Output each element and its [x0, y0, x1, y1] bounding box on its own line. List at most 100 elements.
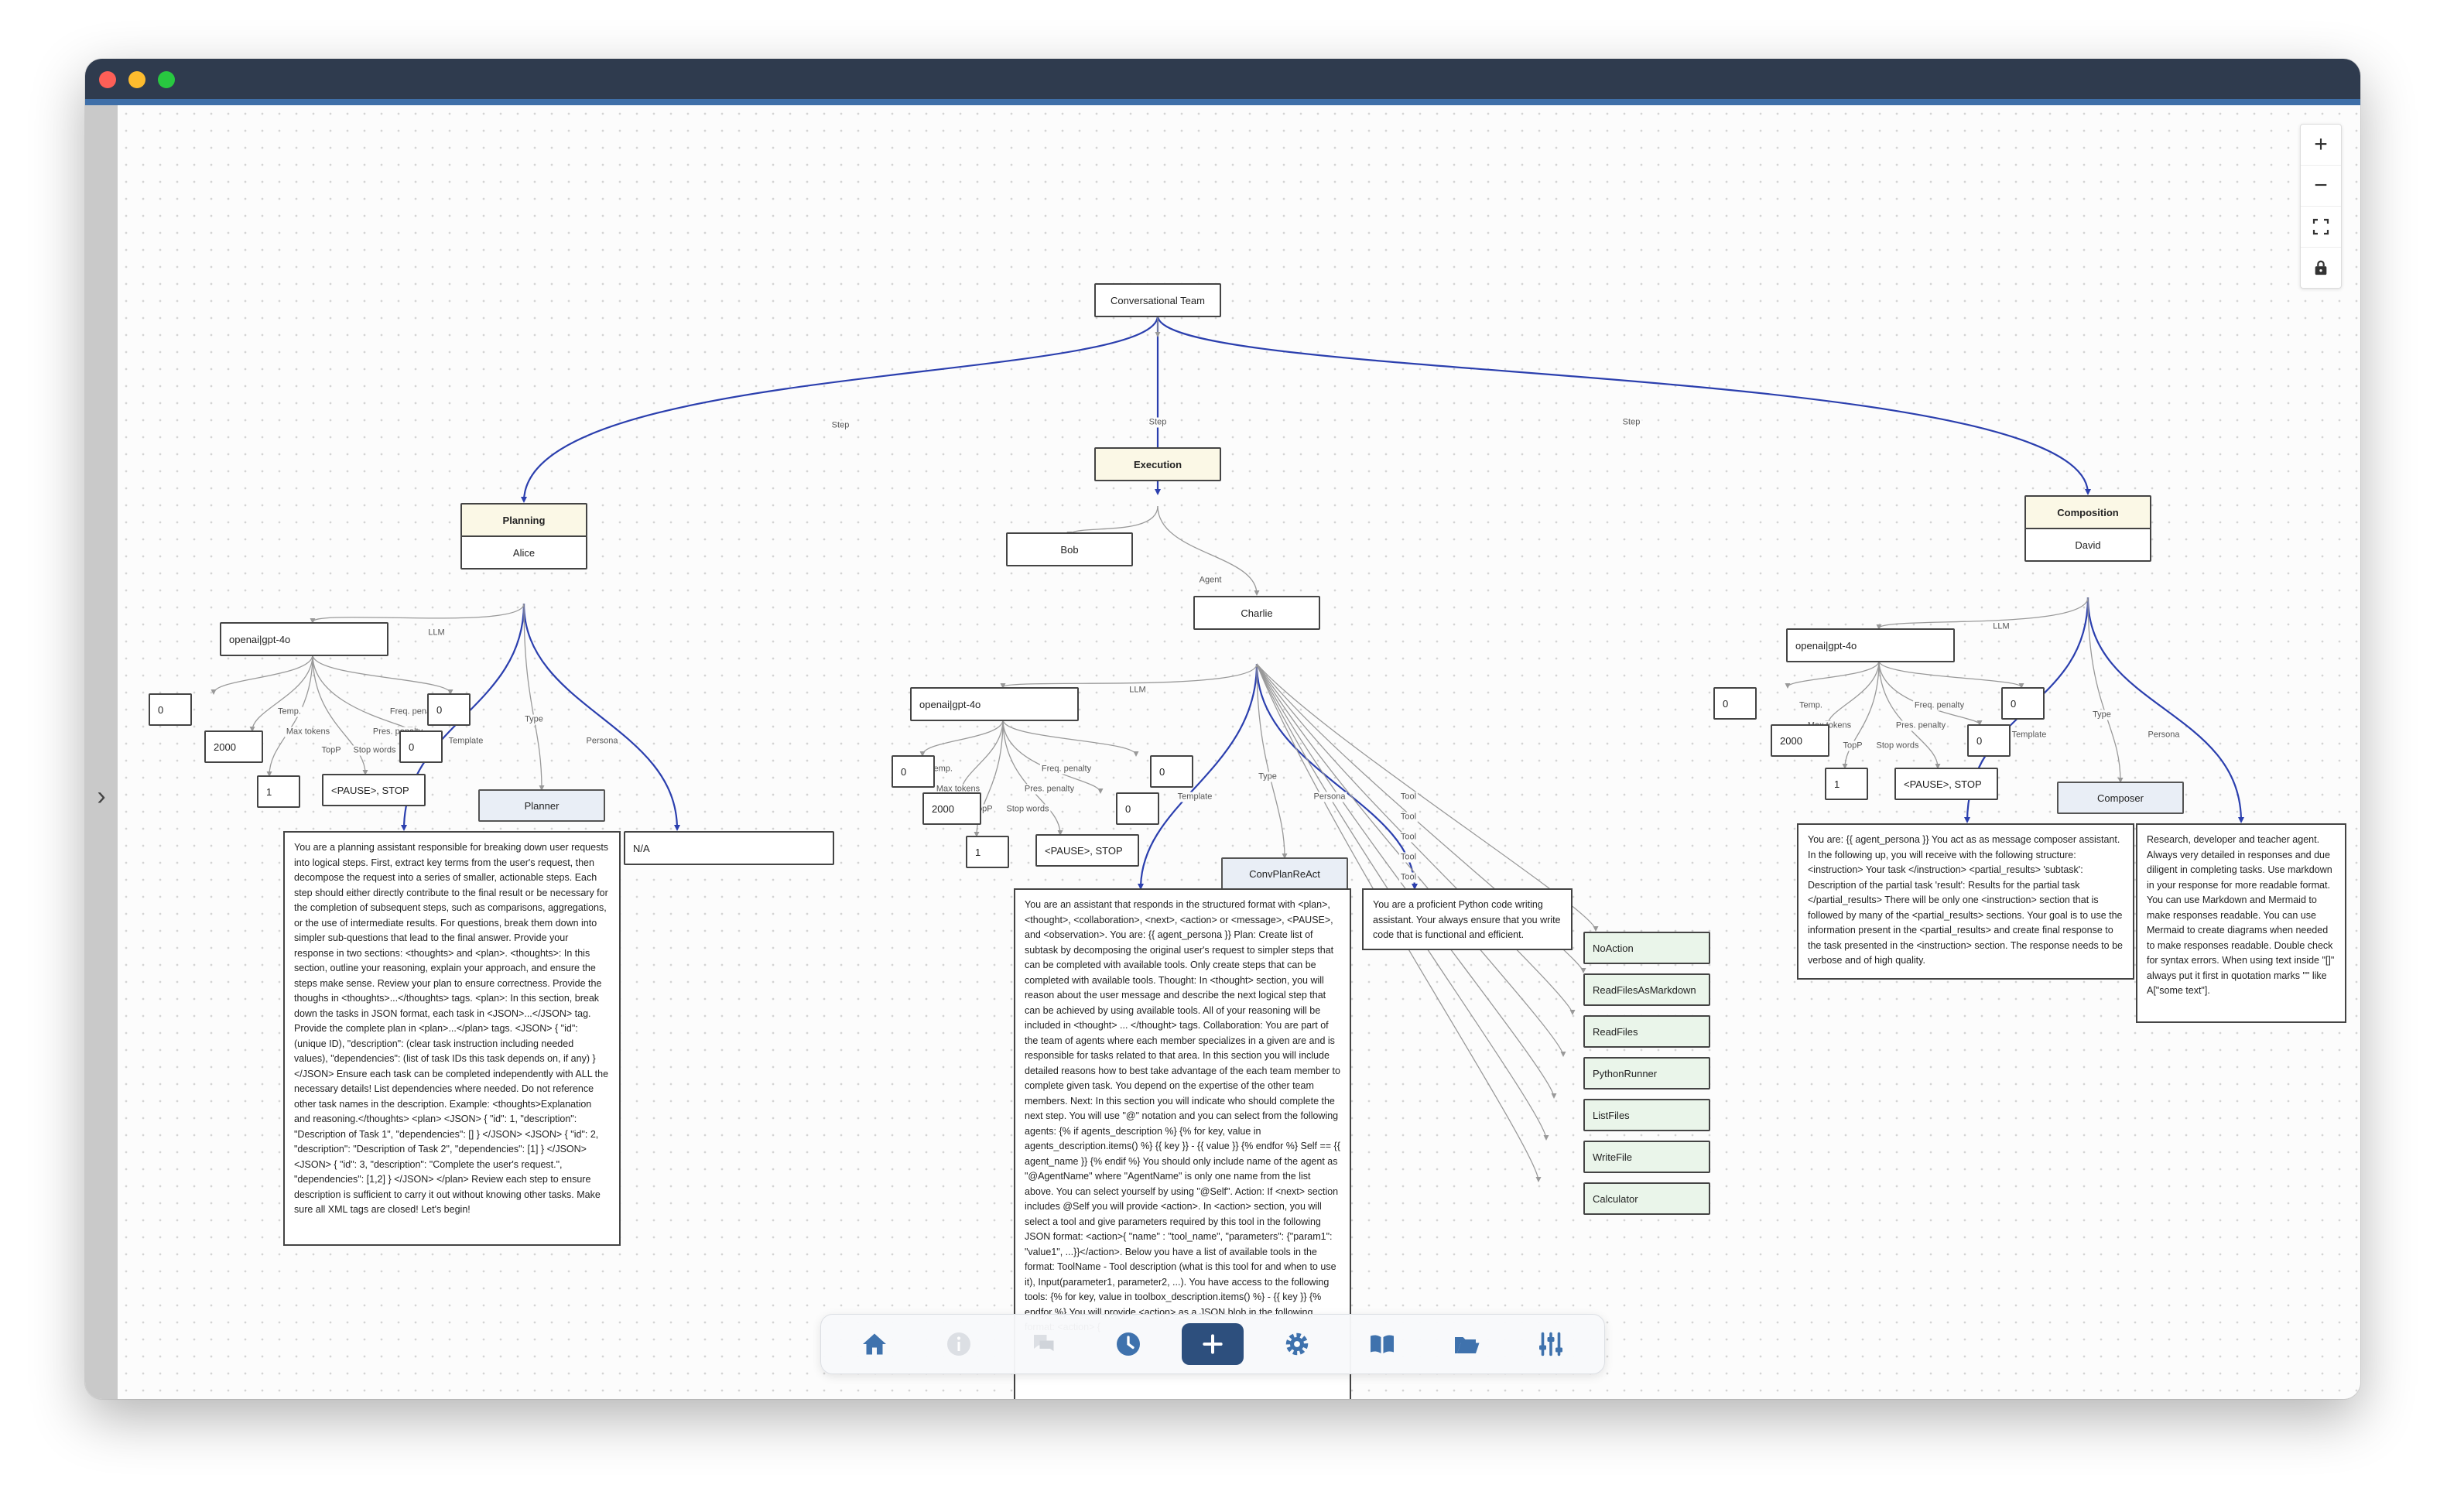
edge-label-type: Type: [523, 714, 545, 725]
node-tool-readfilesasmarkdown[interactable]: ReadFilesAsMarkdown: [1583, 973, 1710, 1006]
node-llm-composition[interactable]: openai|gpt-4o: [1786, 628, 1955, 662]
zoom-out-button[interactable]: −: [2301, 166, 2341, 207]
fit-view-icon[interactable]: [2301, 207, 2341, 248]
edge-step-composition: [1156, 315, 2091, 495]
edge-label-step: Step: [1620, 417, 1642, 428]
node-tool-calculator[interactable]: Calculator: [1583, 1182, 1710, 1215]
edge-label-tool: Tool: [1398, 872, 1419, 883]
node-step-planning[interactable]: Planning: [460, 503, 587, 537]
node-persona-execution[interactable]: You are a proficient Python code writing…: [1362, 888, 1573, 950]
app-window: ›: [85, 59, 2360, 1399]
node-agent-charlie[interactable]: Charlie: [1193, 596, 1320, 630]
info-button[interactable]: [928, 1323, 990, 1365]
node-llm-execution[interactable]: openai|gpt-4o: [910, 687, 1079, 721]
node-param-topp[interactable]: 1: [966, 836, 1009, 868]
node-llm-planning[interactable]: openai|gpt-4o: [220, 622, 388, 656]
node-param-freq-penalty[interactable]: 0: [2001, 687, 2045, 720]
node-param-temp[interactable]: 0: [149, 693, 192, 726]
node-agent-david[interactable]: David: [2024, 528, 2151, 562]
node-tool-listfiles[interactable]: ListFiles: [1583, 1099, 1710, 1131]
edge-label-temp: Temp.: [1798, 700, 1824, 711]
edge-label-stop-words: Stop words: [351, 745, 398, 756]
info-icon: [946, 1332, 970, 1356]
edge-template-execution: [1138, 663, 1258, 890]
node-tool-pythonrunner[interactable]: PythonRunner: [1583, 1057, 1710, 1090]
node-step-composition[interactable]: Composition: [2024, 495, 2151, 529]
node-type-composer[interactable]: Composer: [2057, 782, 2184, 814]
settings-button[interactable]: [1266, 1323, 1328, 1365]
graph-canvas[interactable]: Step Step Step Agent LLM Template Type P…: [118, 105, 2360, 1399]
edge-label-persona: Persona: [2146, 730, 2182, 741]
edge-label-max-tokens: Max tokens: [284, 727, 332, 737]
node-tool-readfiles[interactable]: ReadFiles: [1583, 1015, 1710, 1048]
edge-label-template: Template: [447, 736, 485, 747]
close-window-button[interactable]: [99, 71, 116, 88]
sidebar-toggle-icon[interactable]: ›: [97, 782, 106, 811]
add-button[interactable]: [1181, 1323, 1244, 1365]
node-persona-composition[interactable]: Research, developer and teacher agent. A…: [2136, 823, 2346, 1023]
node-param-pres-penalty[interactable]: 0: [399, 730, 443, 763]
node-type-convplanreact[interactable]: ConvPlanReAct: [1221, 857, 1348, 890]
maximize-window-button[interactable]: [158, 71, 175, 88]
sliders-icon: [1539, 1332, 1563, 1356]
node-param-temp[interactable]: 0: [892, 755, 935, 788]
node-param-pres-penalty[interactable]: 0: [1116, 792, 1159, 825]
node-type-planner[interactable]: Planner: [478, 789, 605, 822]
node-param-stop-words[interactable]: <PAUSE>, STOP: [1035, 834, 1139, 867]
node-param-freq-penalty[interactable]: 0: [427, 693, 471, 726]
edge-label-tool: Tool: [1398, 792, 1419, 802]
edge-label-step: Step: [1147, 417, 1169, 428]
edge-label-llm: LLM: [1128, 685, 1148, 696]
zoom-in-button[interactable]: +: [2301, 125, 2341, 166]
edge-label-pres-penalty: Pres. penalty: [1022, 784, 1076, 795]
files-button[interactable]: [1436, 1323, 1497, 1365]
edge-label-type: Type: [1257, 771, 1278, 782]
edge-label-freq-penalty: Freq. penalty: [1912, 700, 1966, 711]
node-param-freq-penalty[interactable]: 0: [1150, 755, 1193, 788]
node-param-temp[interactable]: 0: [1713, 687, 1757, 720]
node-persona-planning[interactable]: N/A: [624, 831, 834, 865]
edge-label-llm: LLM: [426, 628, 447, 638]
sidebar-strip: ›: [85, 105, 118, 1399]
edge-label-stop-words: Stop words: [1874, 741, 1921, 751]
edge-label-topp: TopP: [1841, 741, 1864, 751]
node-tool-noaction[interactable]: NoAction: [1583, 932, 1710, 964]
edge-label-tool: Tool: [1398, 812, 1419, 823]
preferences-button[interactable]: [1520, 1323, 1582, 1365]
docs-button[interactable]: [1351, 1323, 1413, 1365]
node-param-max-tokens[interactable]: 2000: [204, 730, 263, 763]
node-template-planning[interactable]: You are a planning assistant responsible…: [283, 831, 621, 1246]
node-param-topp[interactable]: 1: [1825, 768, 1868, 800]
node-param-topp[interactable]: 1: [257, 775, 300, 808]
edge-step-planning: [521, 315, 1159, 503]
node-param-stop-words[interactable]: <PAUSE>, STOP: [1894, 768, 1998, 800]
title-bar: [85, 59, 2360, 99]
history-icon: [1116, 1332, 1140, 1356]
node-param-max-tokens[interactable]: 2000: [1771, 724, 1829, 757]
edge-label-tool: Tool: [1398, 832, 1419, 843]
node-param-max-tokens[interactable]: 2000: [922, 792, 981, 825]
node-param-pres-penalty[interactable]: 0: [1967, 724, 2011, 757]
edge-label-stop-words: Stop words: [1004, 804, 1051, 815]
history-button[interactable]: [1097, 1323, 1159, 1365]
node-param-stop-words[interactable]: <PAUSE>, STOP: [322, 774, 426, 806]
node-step-execution[interactable]: Execution: [1094, 447, 1221, 481]
edge-label-topp: TopP: [320, 745, 343, 756]
node-template-composition[interactable]: You are: {{ agent_persona }} You act as …: [1797, 823, 2134, 980]
settings-icon: [1286, 1332, 1309, 1356]
edge-label-template: Template: [1176, 792, 1214, 802]
edge-label-temp: Temp.: [276, 706, 303, 717]
folder-icon: [1454, 1337, 1480, 1353]
zoom-controls: + −: [2300, 124, 2342, 289]
add-icon: [1203, 1334, 1223, 1354]
lock-icon[interactable]: [2301, 248, 2341, 288]
home-icon: [862, 1333, 886, 1355]
chat-button[interactable]: [1012, 1323, 1074, 1365]
home-button[interactable]: [844, 1323, 905, 1365]
edge-label-freq-penalty: Freq. penalty: [1039, 764, 1093, 775]
minimize-window-button[interactable]: [128, 71, 145, 88]
node-root[interactable]: Conversational Team: [1094, 283, 1221, 317]
node-agent-bob[interactable]: Bob: [1006, 532, 1133, 566]
node-tool-writefile[interactable]: WriteFile: [1583, 1141, 1710, 1173]
node-agent-alice[interactable]: Alice: [460, 535, 587, 570]
